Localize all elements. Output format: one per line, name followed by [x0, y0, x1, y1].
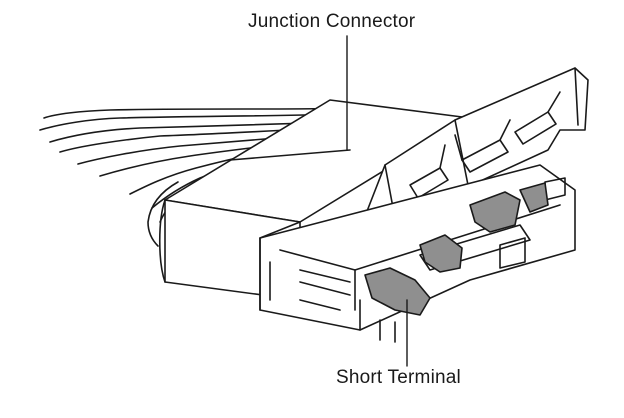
terminal-cavities — [364, 182, 549, 316]
junction-connector-label: Junction Connector — [248, 11, 416, 32]
short-terminal-label: Short Terminal — [336, 367, 461, 388]
leader-lines — [346, 35, 408, 367]
